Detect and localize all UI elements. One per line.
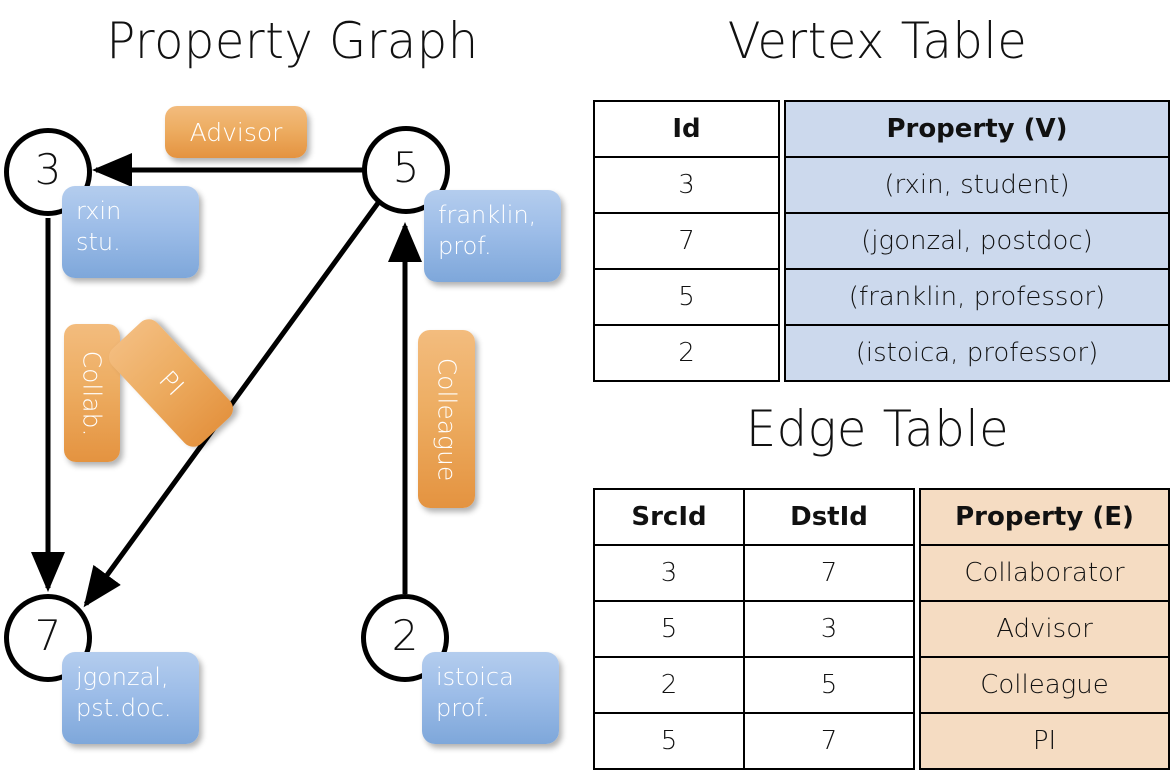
- vertex-cell-id: 3: [593, 156, 780, 214]
- edge-cell-dstid: 7: [743, 712, 915, 770]
- node-property-jgonzal-line1: jgonzal,: [76, 663, 169, 691]
- edge-table-header-srcid: SrcId: [593, 488, 745, 546]
- node-property-rxin-line1: rxin: [76, 197, 122, 225]
- edge-label-advisor-text: Advisor: [189, 117, 283, 147]
- edge-cell-srcid: 3: [593, 544, 745, 602]
- edge-cell-srcid: 2: [593, 656, 745, 714]
- vertex-table-header-id: Id: [593, 100, 780, 158]
- node-property-jgonzal-line2: pst.doc.: [76, 693, 172, 722]
- edge-label-pi-text: PI: [152, 364, 190, 402]
- edge-label-colleague[interactable]: Colleague: [418, 330, 475, 508]
- edge-cell-dstid: 3: [743, 600, 915, 658]
- edge-table-header-row: SrcId DstId Property (E): [593, 488, 1170, 546]
- table-row[interactable]: 3 7 Collaborator: [593, 544, 1170, 602]
- node-property-franklin-line1: franklin,: [438, 201, 537, 229]
- property-graph-diagram: 3 5 7 2 rxin stu. franklin, prof. jgonza…: [0, 0, 585, 760]
- table-row[interactable]: 2 (istoica, professor): [593, 324, 1170, 382]
- vertex-cell-id: 2: [593, 324, 780, 382]
- edge-cell-srcid: 5: [593, 600, 745, 658]
- page-title-edge-table: Edge Table: [745, 400, 1010, 458]
- node-property-rxin-line2: stu.: [76, 227, 121, 256]
- node-property-istoica-line2: prof.: [436, 693, 490, 722]
- edge-cell-property: PI: [919, 712, 1170, 770]
- vertex-table-header-row: Id Property (V): [593, 100, 1170, 158]
- vertex-cell-id: 5: [593, 268, 780, 326]
- table-row[interactable]: 3 (rxin, student): [593, 156, 1170, 214]
- edge-cell-property: Collaborator: [919, 544, 1170, 602]
- table-row[interactable]: 2 5 Colleague: [593, 656, 1170, 714]
- node-property-box-jgonzal[interactable]: jgonzal, pst.doc.: [62, 652, 199, 744]
- edge-label-collaborator-text: Collab.: [77, 350, 107, 436]
- edge-cell-srcid: 5: [593, 712, 745, 770]
- node-property-istoica-line1: istoica: [436, 663, 514, 691]
- graph-node-2-label: 2: [391, 611, 419, 660]
- table-row[interactable]: 7 (jgonzal, postdoc): [593, 212, 1170, 270]
- edge-table: SrcId DstId Property (E) 3 7 Collaborato…: [593, 488, 1170, 770]
- vertex-cell-property: (rxin, student): [784, 156, 1170, 214]
- edge-table-header-dstid: DstId: [743, 488, 915, 546]
- graph-node-3-label: 3: [34, 145, 62, 194]
- vertex-cell-id: 7: [593, 212, 780, 270]
- edge-cell-dstid: 7: [743, 544, 915, 602]
- graph-node-5-label: 5: [392, 143, 420, 192]
- vertex-cell-property: (jgonzal, postdoc): [784, 212, 1170, 270]
- node-property-box-franklin[interactable]: franklin, prof.: [424, 190, 561, 282]
- edge-cell-property: Colleague: [919, 656, 1170, 714]
- page-title-vertex-table: Vertex Table: [727, 12, 1028, 70]
- edge-label-collaborator[interactable]: Collab.: [64, 324, 120, 462]
- vertex-table: Id Property (V) 3 (rxin, student) 7 (jgo…: [593, 100, 1170, 382]
- edge-label-advisor[interactable]: Advisor: [165, 106, 307, 158]
- page-title-property-graph: Property Graph: [106, 12, 479, 70]
- graph-node-5[interactable]: 5: [362, 126, 450, 214]
- node-property-box-istoica[interactable]: istoica prof.: [422, 652, 559, 744]
- table-row[interactable]: 5 7 PI: [593, 712, 1170, 770]
- edge-cell-property: Advisor: [919, 600, 1170, 658]
- table-row[interactable]: 5 3 Advisor: [593, 600, 1170, 658]
- table-row[interactable]: 5 (franklin, professor): [593, 268, 1170, 326]
- graph-node-2[interactable]: 2: [361, 594, 449, 682]
- graph-node-7-label: 7: [34, 611, 62, 660]
- vertex-cell-property: (franklin, professor): [784, 268, 1170, 326]
- node-property-franklin-line2: prof.: [438, 231, 492, 260]
- edge-label-colleague-text: Colleague: [432, 357, 462, 481]
- node-property-box-rxin[interactable]: rxin stu.: [62, 186, 199, 278]
- vertex-cell-property: (istoica, professor): [784, 324, 1170, 382]
- edge-table-header-property: Property (E): [919, 488, 1170, 546]
- edge-cell-dstid: 5: [743, 656, 915, 714]
- vertex-table-header-property: Property (V): [784, 100, 1170, 158]
